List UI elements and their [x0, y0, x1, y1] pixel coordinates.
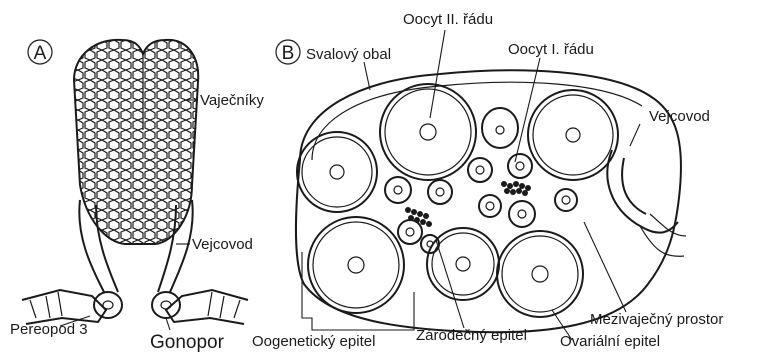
oocyte-1-top [482, 108, 518, 148]
muscle-sheath [296, 70, 681, 332]
oocyte-2-bottom-left-membrane [313, 222, 399, 308]
leader-oviduct-b [630, 124, 640, 146]
oviduct-b [607, 150, 678, 233]
label-germinal-epithelium: Zárodečný epitel [416, 327, 527, 344]
label-ovarian-epithelium: Ovariální epitel [560, 333, 660, 350]
oocyte-2-left-membrane [302, 137, 372, 207]
leader-interovarian [584, 222, 626, 312]
oocyte-1-f [509, 201, 535, 227]
oocyte-2-bottom-left [308, 217, 404, 313]
oocyte-2-bottom-right [497, 231, 583, 317]
oocyte-2-bottom-right-membrane [502, 236, 578, 312]
oocyte-1-b [508, 154, 532, 178]
oocyte-2-right-membrane [533, 95, 613, 175]
gonopore-left-opening [103, 301, 113, 309]
oocyte-1-d [428, 180, 452, 204]
label-oogenetic-epithelium: Oogenetický epitel [252, 333, 375, 350]
oocyte-1-b-nucleus [516, 162, 524, 170]
oviduct-b-coils [640, 214, 686, 256]
label-interovarian-space: Mezivaječný prostor [590, 311, 723, 328]
oocyte-2-bottom-left-nucleus [348, 257, 364, 273]
label-oocyte-1: Oocyt I. řádu [508, 41, 594, 58]
oocyte-2-top [380, 84, 476, 180]
oocyte-2-top-membrane [385, 89, 471, 175]
oocyte-2-left-nucleus [330, 165, 344, 179]
label-oocyte-2: Oocyt II. řádu [403, 11, 493, 28]
oocyte-2-bottom-mid-membrane [432, 233, 494, 295]
ovaries-shape [74, 40, 198, 244]
oocyte-1-e [479, 195, 501, 217]
oocyte-2-top-nucleus [420, 124, 436, 140]
oocyte-1-e-nucleus [486, 202, 494, 210]
oocyte-2-right-nucleus [566, 128, 580, 142]
oocyte-1-h [398, 220, 422, 244]
panel-b: B [252, 11, 723, 350]
oocyte-1-f-nucleus [518, 210, 526, 218]
leader-germinal [436, 240, 464, 328]
oocyte-1-a-nucleus [476, 166, 484, 174]
oocyte-1-g-nucleus [562, 196, 570, 204]
pereopod-right [166, 290, 248, 324]
oocyte-1-c-nucleus [394, 186, 402, 194]
panel-a: A Vaječníky Vejcovod Pereopod 3 Gonopor [10, 40, 264, 353]
panel-a-letter: A [34, 43, 47, 64]
leader-gonopore [166, 318, 170, 330]
oocyte-1-d-nucleus [436, 188, 444, 196]
label-ovaries: Vaječníky [200, 92, 264, 109]
label-muscle-sheath: Svalový obal [306, 46, 391, 63]
gonopore-right-opening [161, 301, 171, 309]
label-gonopore: Gonopor [150, 332, 225, 353]
oocyte-1-h-nucleus [406, 228, 414, 236]
oocyte-1-top-nucleus [496, 126, 504, 134]
oocyte-2-bottom-mid-nucleus [456, 257, 470, 271]
gonopore-right [152, 292, 180, 318]
label-oviduct-a: Vejcovod [192, 236, 253, 253]
gonopore-left [94, 292, 122, 318]
panel-b-letter: B [282, 43, 295, 64]
oocyte-2-bottom-right-nucleus [532, 266, 548, 282]
oocyte-1-c [385, 177, 411, 203]
leader-muscle-sheath [364, 62, 370, 90]
oocyte-1-g [555, 189, 577, 211]
oocyte-1-a [468, 158, 492, 182]
germinal-epithelium-cells [405, 181, 531, 227]
oocyte-2-right [528, 90, 618, 180]
label-pereopod: Pereopod 3 [10, 321, 88, 338]
label-oviduct-b: Vejcovod [649, 108, 710, 125]
oocyte-2-left [297, 132, 377, 212]
